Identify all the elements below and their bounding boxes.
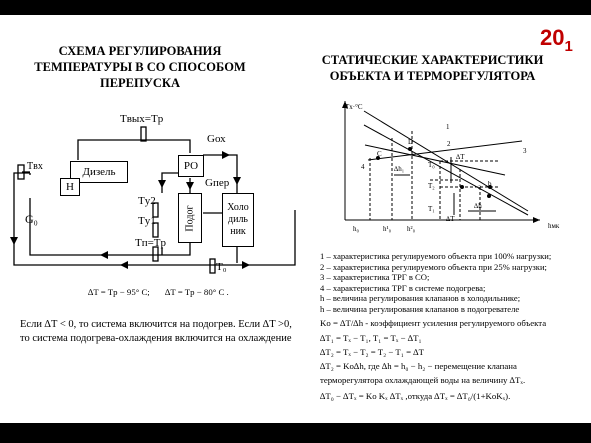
- t-y1-label: Tу1: [138, 215, 156, 227]
- line-1-label: 1: [446, 123, 450, 131]
- temp-t1: T₁: [428, 205, 435, 213]
- legend: 1 – характеристика регулируемого объекта…: [320, 251, 552, 314]
- point-b: b: [488, 180, 492, 188]
- delta-t-upper: ∆T: [456, 153, 465, 161]
- delta-t-lower: ∆T: [446, 215, 455, 223]
- line-4-label: 4: [361, 163, 365, 171]
- equation-dh: ∆T₂ = Kо∆h, где ∆h = h₀ − h₂ − перемещен…: [320, 361, 517, 371]
- t0-label: T₀: [216, 261, 227, 273]
- scheme-lines: [10, 126, 296, 274]
- t-out-label: Tвых=Tр: [120, 113, 164, 125]
- tick-h0: h₀: [353, 225, 359, 233]
- equation-move: терморегулятора охлаждающей воды на вели…: [320, 375, 526, 385]
- note-line-1: Если ∆T < 0, то система включится на под…: [20, 319, 292, 330]
- t-in-label: Tвх: [27, 161, 43, 172]
- temp-t2: T₂: [428, 182, 435, 190]
- delta-h1: ∆h₁: [394, 165, 405, 173]
- g-byp-label: Gпер: [205, 177, 230, 189]
- t-p-label: Tп=Tр: [135, 237, 167, 249]
- equation-final: ∆T₀ − ∆Tₓ = Kо Kₓ ∆Tₓ ,откуда ∆Tₓ = ∆T₀/…: [320, 391, 511, 401]
- point-d: D: [408, 138, 414, 146]
- y-axis-label: Tx·°C: [345, 103, 363, 111]
- page-number: 201: [540, 25, 573, 55]
- g-cool-label: Gох: [207, 133, 226, 145]
- equation-dt2: ∆T₂ = Tₓ − T₂ = T₂ − T₁ = ∆T: [320, 347, 424, 357]
- formula-2: ∆T = Tр − 80° C .: [165, 287, 229, 297]
- tick-h20: h²₀: [407, 225, 416, 233]
- h-box: Н: [60, 178, 80, 196]
- characteristics-chart: [342, 101, 540, 223]
- diesel-box: Дизель: [70, 161, 128, 183]
- line-3-label: 3: [523, 147, 527, 155]
- ro-box: РО: [178, 155, 204, 177]
- point-a: a: [478, 183, 482, 191]
- t-y2-label: Tу2: [138, 195, 156, 207]
- formula-1: ∆T = Tр − 95° C;: [88, 287, 150, 297]
- equation-dt1: ∆T₁ = Tₓ − T₁, T₁ = Tₓ − ∆T₁: [320, 333, 422, 343]
- heater-box: Подог: [178, 193, 202, 243]
- g0-label: G₀: [25, 212, 38, 226]
- line-2-label: 2: [447, 140, 451, 148]
- note-line-2: то система подогрева-охлаждения включитс…: [20, 333, 292, 344]
- temp-t0: T₀: [428, 161, 435, 169]
- tick-h10: h¹₀: [383, 225, 392, 233]
- x-axis-label: hмк: [548, 222, 560, 230]
- point-c: C: [377, 150, 382, 158]
- equation-ko: Kо = ∆T/∆h - коэффициент усиления регули…: [320, 318, 547, 328]
- delta-h: ∆h: [474, 202, 482, 210]
